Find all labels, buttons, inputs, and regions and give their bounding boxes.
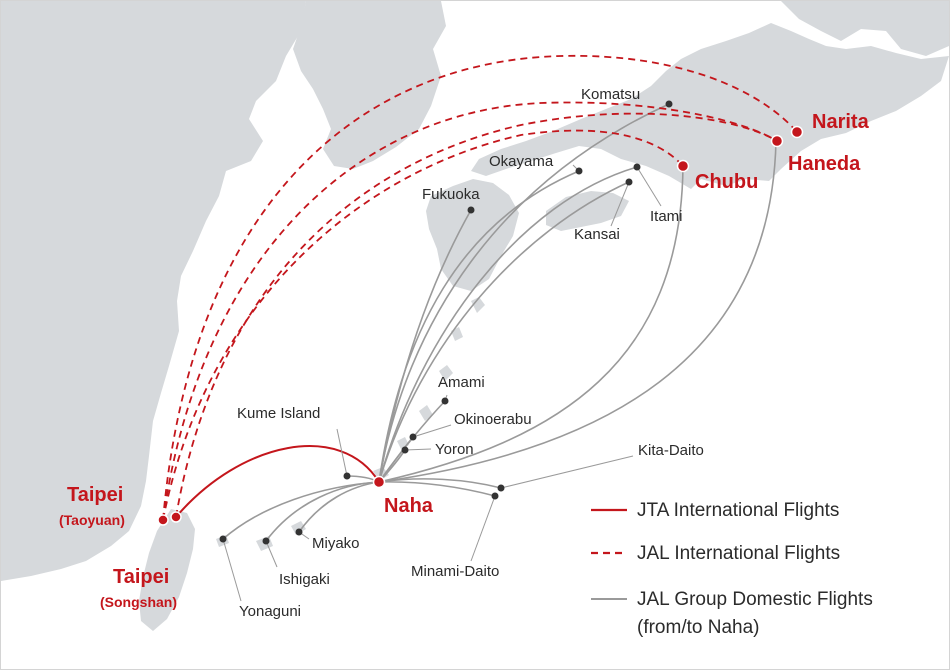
dot-minamidaito: [491, 492, 499, 500]
label-amami: Amami: [438, 374, 485, 391]
legend-jal-label: JAL International Flights: [637, 543, 841, 564]
leader-kume: [336, 428, 348, 477]
taiwan: [139, 509, 195, 631]
dot-amami: [441, 397, 449, 405]
route-naha-kitadaito: [378, 478, 502, 489]
label-minami-daito: Minami-Daito: [411, 563, 500, 580]
route-naha-haneda: [378, 140, 777, 483]
label-fukuoka: Fukuoka: [422, 186, 480, 203]
route-naha-fukuoka: [378, 209, 472, 483]
dot-ishigaki: [262, 537, 270, 545]
dot-kume: [343, 472, 351, 480]
label-kume-island: Kume Island: [237, 405, 321, 422]
leader-okinoerabu: [412, 424, 452, 438]
label-naha: Naha: [384, 495, 433, 517]
route-naha-kansai: [378, 181, 630, 483]
route-naha-miyako: [298, 481, 380, 533]
dot-kitadaito: [497, 484, 505, 492]
label-ishigaki: Ishigaki: [279, 571, 330, 588]
legend-jta-label: JTA International Flights: [637, 500, 840, 521]
dot-okinoerabu: [409, 433, 417, 441]
label-narita: Narita: [812, 111, 869, 133]
dot-taipei-songshan: [170, 511, 182, 523]
route-taoyuan-haneda: [162, 101, 778, 521]
leader-yoron: [404, 448, 432, 451]
dot-taipei-taoyuan: [157, 514, 169, 526]
dot-yonaguni: [219, 535, 227, 543]
dot-narita: [790, 125, 804, 139]
label-taipei-taoyuan: Taipei: [67, 484, 124, 506]
route-songshan-haneda: [175, 112, 778, 518]
label-okinoerabu: Okinoerabu: [454, 411, 532, 428]
dot-naha: [372, 475, 386, 489]
route-songshan-naha: [175, 445, 380, 518]
dot-okayama: [575, 167, 583, 175]
sakishima-islands: [216, 521, 306, 551]
korean-peninsula: [293, 1, 446, 169]
airport-dots: [219, 100, 673, 545]
label-komatsu: Komatsu: [581, 86, 641, 103]
jta-international-routes: [175, 445, 380, 518]
mainland-china: [1, 1, 306, 581]
route-naha-okayama: [378, 170, 580, 483]
legend-swatches: [591, 508, 627, 600]
legend-domestic-label: JAL Group Domestic Flights: [637, 589, 873, 610]
hokkaido: [781, 1, 949, 56]
leader-minamidaito: [470, 495, 496, 562]
leader-kansai: [610, 181, 630, 227]
legend-domestic-sub: (from/to Naha): [637, 617, 760, 638]
label-kansai: Kansai: [574, 226, 620, 243]
leader-ishigaki: [265, 540, 278, 568]
label-itami: Itami: [650, 208, 683, 225]
route-naha-yonaguni: [222, 481, 380, 540]
shikoku: [546, 191, 629, 231]
leader-kitadaito: [500, 455, 634, 489]
dot-komatsu: [665, 100, 673, 108]
label-taipei-songshan-sub: (Songshan): [100, 594, 177, 610]
dot-haneda: [770, 134, 784, 148]
leader-yonaguni: [222, 538, 242, 602]
label-taipei-taoyuan-sub: (Taoyuan): [59, 512, 125, 528]
label-okayama: Okayama: [489, 153, 554, 170]
jal-international-routes: [162, 54, 798, 521]
route-taoyuan-narita: [162, 54, 798, 521]
label-yoron: Yoron: [435, 441, 474, 458]
route-naha-itami: [378, 166, 638, 483]
dot-yoron: [401, 446, 409, 454]
label-kita-daito: Kita-Daito: [638, 442, 704, 459]
label-yonaguni: Yonaguni: [239, 603, 302, 620]
dot-chubu: [676, 159, 690, 173]
dot-fukuoka: [467, 206, 475, 214]
dot-itami: [633, 163, 641, 171]
route-naha-komatsu: [378, 103, 670, 483]
land-layer: [1, 1, 949, 631]
leader-itami: [636, 166, 662, 207]
label-miyako: Miyako: [312, 535, 360, 552]
label-haneda: Haneda: [788, 153, 861, 175]
hub-dots: [157, 125, 804, 526]
route-naha-minamidaito: [378, 481, 496, 497]
dot-kansai: [625, 178, 633, 186]
label-chubu: Chubu: [695, 171, 759, 193]
dot-miyako: [295, 528, 303, 536]
label-leaders: [222, 164, 662, 602]
route-naha-chubu: [378, 165, 684, 483]
label-taipei-songshan: Taipei: [113, 566, 170, 588]
